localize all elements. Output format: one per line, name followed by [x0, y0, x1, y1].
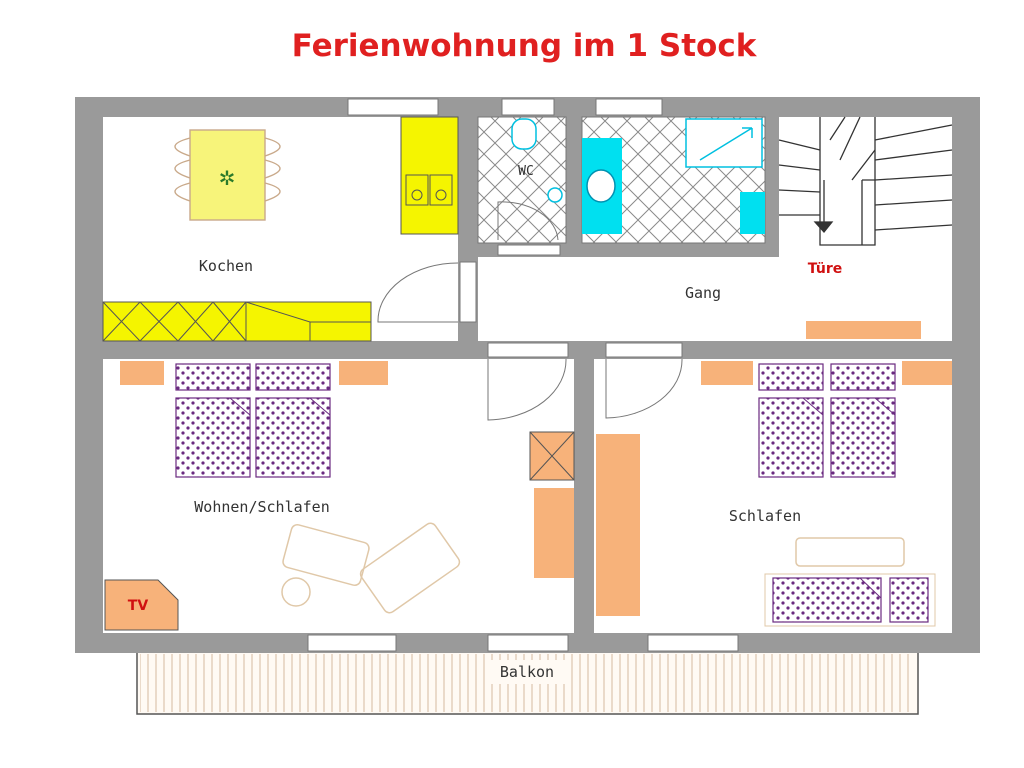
tv-label: TV — [128, 598, 149, 614]
bedroom-label: Schlafen — [729, 507, 801, 525]
wardrobe-right — [596, 434, 640, 616]
staircase — [778, 116, 953, 257]
double-bed-right — [758, 363, 896, 478]
hallway-label: Gang — [685, 284, 721, 302]
bath-cabinet — [740, 192, 765, 234]
bench — [795, 537, 905, 567]
single-bed — [764, 573, 936, 627]
hallway: Gang Türe — [478, 257, 952, 341]
kitchen-table — [189, 129, 266, 221]
nightstand-right — [339, 361, 388, 385]
nightstand-left — [120, 361, 164, 385]
living-bedroom-label: Wohnen/Schlafen — [194, 498, 329, 516]
nightstand-left-2 — [701, 361, 753, 385]
openings — [307, 98, 739, 652]
toilet-icon — [511, 118, 537, 150]
bedroom: Schlafen — [594, 358, 952, 633]
kitchen: ✲ Kochen — [102, 116, 459, 342]
wc: WC — [477, 116, 567, 244]
bathroom — [581, 116, 766, 244]
tv-stand — [104, 579, 179, 631]
kitchen-label: Kochen — [199, 257, 253, 275]
balcony-label: Balkon — [500, 663, 554, 681]
wc-label: WC — [518, 164, 534, 179]
shower-icon — [685, 118, 763, 168]
plant-icon: ✲ — [219, 166, 236, 190]
door-label: Türe — [808, 261, 843, 277]
hallway-shelf — [806, 321, 921, 339]
double-bed-left — [175, 363, 331, 478]
armchair-icon — [281, 522, 461, 614]
balcony: Balkon — [136, 651, 919, 715]
wardrobe-left-lower — [534, 488, 574, 578]
kitchen-counter-lower — [102, 301, 372, 342]
living-bedroom: TV Wohnen/Schlafen — [103, 358, 575, 633]
nightstand-right-2 — [902, 361, 952, 385]
plan-title: Ferienwohnung im 1 Stock — [292, 28, 758, 64]
